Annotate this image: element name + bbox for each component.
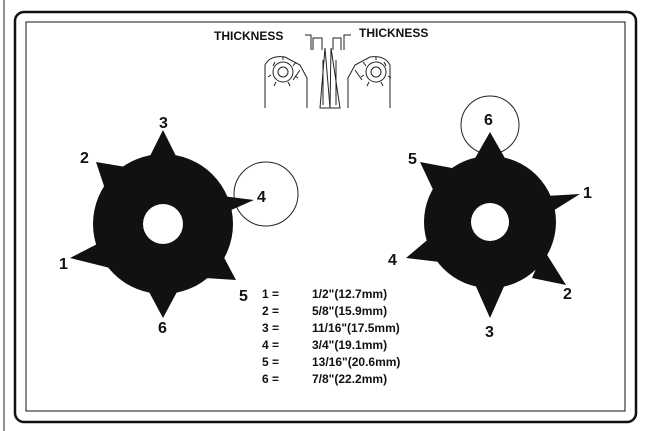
blade-profile-icon <box>305 34 351 109</box>
left-wheel <box>70 130 254 318</box>
left-wheel-label-6: 6 <box>158 320 167 337</box>
thickness-label-left: THICKNESS <box>214 29 283 43</box>
legend-value: 3/4"(19.1mm) <box>312 338 388 352</box>
legend-row: 1 = 1/2"(12.7mm) <box>262 286 432 303</box>
outer-frame <box>13 10 638 424</box>
right-wheel-label-2: 2 <box>563 286 572 303</box>
thickness-label-right: THICKNESS <box>359 26 428 40</box>
right-clamp-icon <box>347 56 392 108</box>
legend-row: 6 = 7/8"(22.2mm) <box>262 371 432 388</box>
highlight-circle-left <box>233 161 299 227</box>
legend-key: 5 = <box>262 355 280 369</box>
legend-value: 11/16"(17.5mm) <box>312 321 400 335</box>
right-wheel-label-4: 4 <box>388 252 397 269</box>
legend-value: 7/8"(22.2mm) <box>312 372 388 386</box>
left-wheel-label-2: 2 <box>80 150 89 167</box>
legend-key: 2 = <box>262 304 280 318</box>
left-wheel-label-5: 5 <box>239 288 248 305</box>
right-wheel-label-6: 6 <box>484 112 493 129</box>
legend-row: 4 = 3/4"(19.1mm) <box>262 337 432 354</box>
left-wheel-label-1: 1 <box>59 256 68 273</box>
legend-value: 5/8"(15.9mm) <box>312 304 388 318</box>
legend-key: 4 = <box>262 338 280 352</box>
legend-row: 3 = 11/16"(17.5mm) <box>262 320 432 337</box>
legend-value: 1/2"(12.7mm) <box>312 287 388 301</box>
left-wheel-label-4: 4 <box>257 189 266 206</box>
right-wheel-label-3: 3 <box>485 324 494 341</box>
right-wheel <box>406 132 580 318</box>
inner-frame <box>25 21 626 412</box>
legend-key: 1 = <box>262 287 280 301</box>
legend-key: 6 = <box>262 372 280 386</box>
legend-key: 3 = <box>262 321 280 335</box>
right-wheel-label-5: 5 <box>408 151 417 168</box>
right-wheel-label-1: 1 <box>583 185 592 202</box>
legend-row: 2 = 5/8"(15.9mm) <box>262 303 432 320</box>
legend-value: 13/16"(20.6mm) <box>312 355 401 369</box>
left-wheel-label-3: 3 <box>159 115 168 132</box>
left-clamp-icon <box>264 56 308 108</box>
thickness-legend: 1 = 1/2"(12.7mm) 2 = 5/8"(15.9mm) 3 = 11… <box>262 286 432 388</box>
legend-row: 5 = 13/16"(20.6mm) <box>262 354 432 371</box>
